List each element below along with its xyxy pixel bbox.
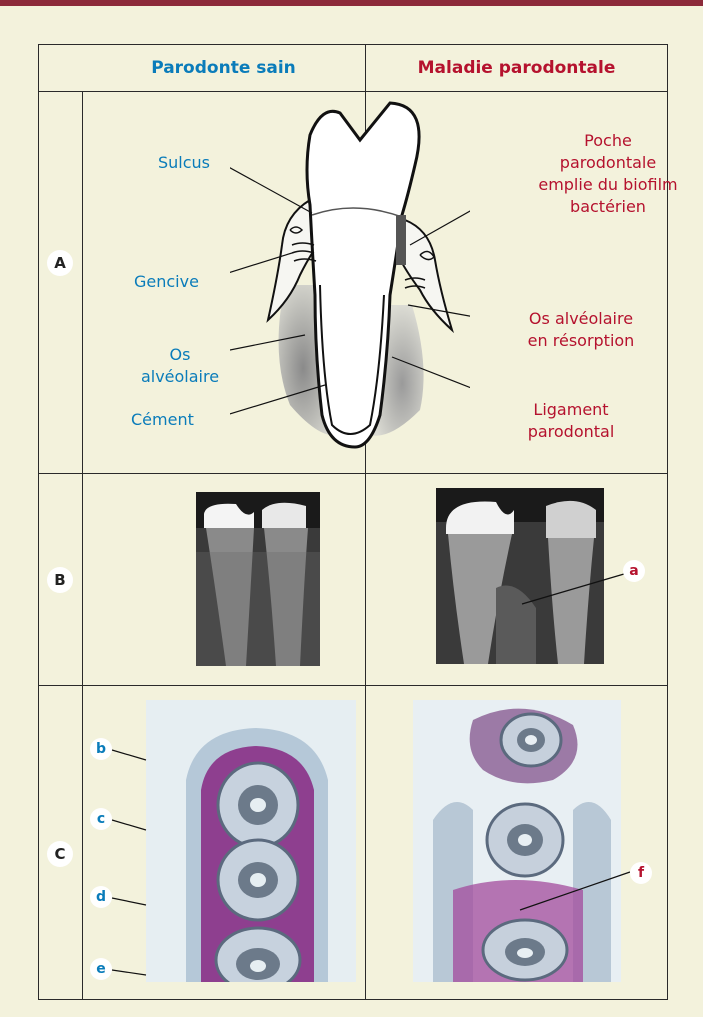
row-label-b: B: [47, 567, 73, 593]
marker-c: c: [90, 808, 112, 830]
label-sulcus: Sulcus: [158, 152, 210, 174]
label-bone-resorption-line1: Os alvéolaire: [506, 308, 656, 330]
marker-b: b: [90, 738, 112, 760]
label-pocket-line2: parodontale: [518, 152, 698, 174]
label-pocket-line3: emplie du biofilm: [518, 174, 698, 196]
marker-f: f: [630, 862, 652, 884]
label-bone-resorption: Os alvéolaire en résorption: [506, 308, 656, 352]
label-cement: Cément: [131, 409, 194, 431]
label-ligament: Ligament parodontal: [506, 399, 636, 443]
label-os-line2: alvéolaire: [130, 366, 230, 388]
marker-e: e: [90, 958, 112, 980]
label-ligament-line2: parodontal: [506, 421, 636, 443]
tooth-diagram: [230, 95, 470, 455]
leader-lines-c: [100, 740, 660, 980]
label-alveolar-bone: Os alvéolaire: [130, 344, 230, 388]
row-divider-bc: [39, 685, 667, 686]
label-gencive: Gencive: [134, 271, 199, 293]
label-pocket: Poche parodontale emplie du biofilm bact…: [518, 130, 698, 218]
marker-a: a: [623, 560, 645, 582]
header-divider: [39, 91, 667, 92]
label-pocket-line4: bactérien: [518, 196, 698, 218]
label-pocket-line1: Poche: [518, 130, 698, 152]
label-ligament-line1: Ligament: [506, 399, 636, 421]
label-bone-resorption-line2: en résorption: [506, 330, 656, 352]
row-label-c: C: [47, 841, 73, 867]
column-header-disease: Maladie parodontale: [366, 45, 667, 91]
row-label-divider: [82, 91, 83, 999]
row-label-a: A: [47, 250, 73, 276]
column-header-healthy: Parodonte sain: [82, 45, 365, 91]
label-os-line1: Os: [130, 344, 230, 366]
marker-d: d: [90, 886, 112, 908]
radiograph-healthy: [196, 492, 320, 666]
biofilm-pocket: [396, 215, 406, 265]
row-divider-ab: [39, 473, 667, 474]
top-accent-bar: [0, 0, 703, 6]
